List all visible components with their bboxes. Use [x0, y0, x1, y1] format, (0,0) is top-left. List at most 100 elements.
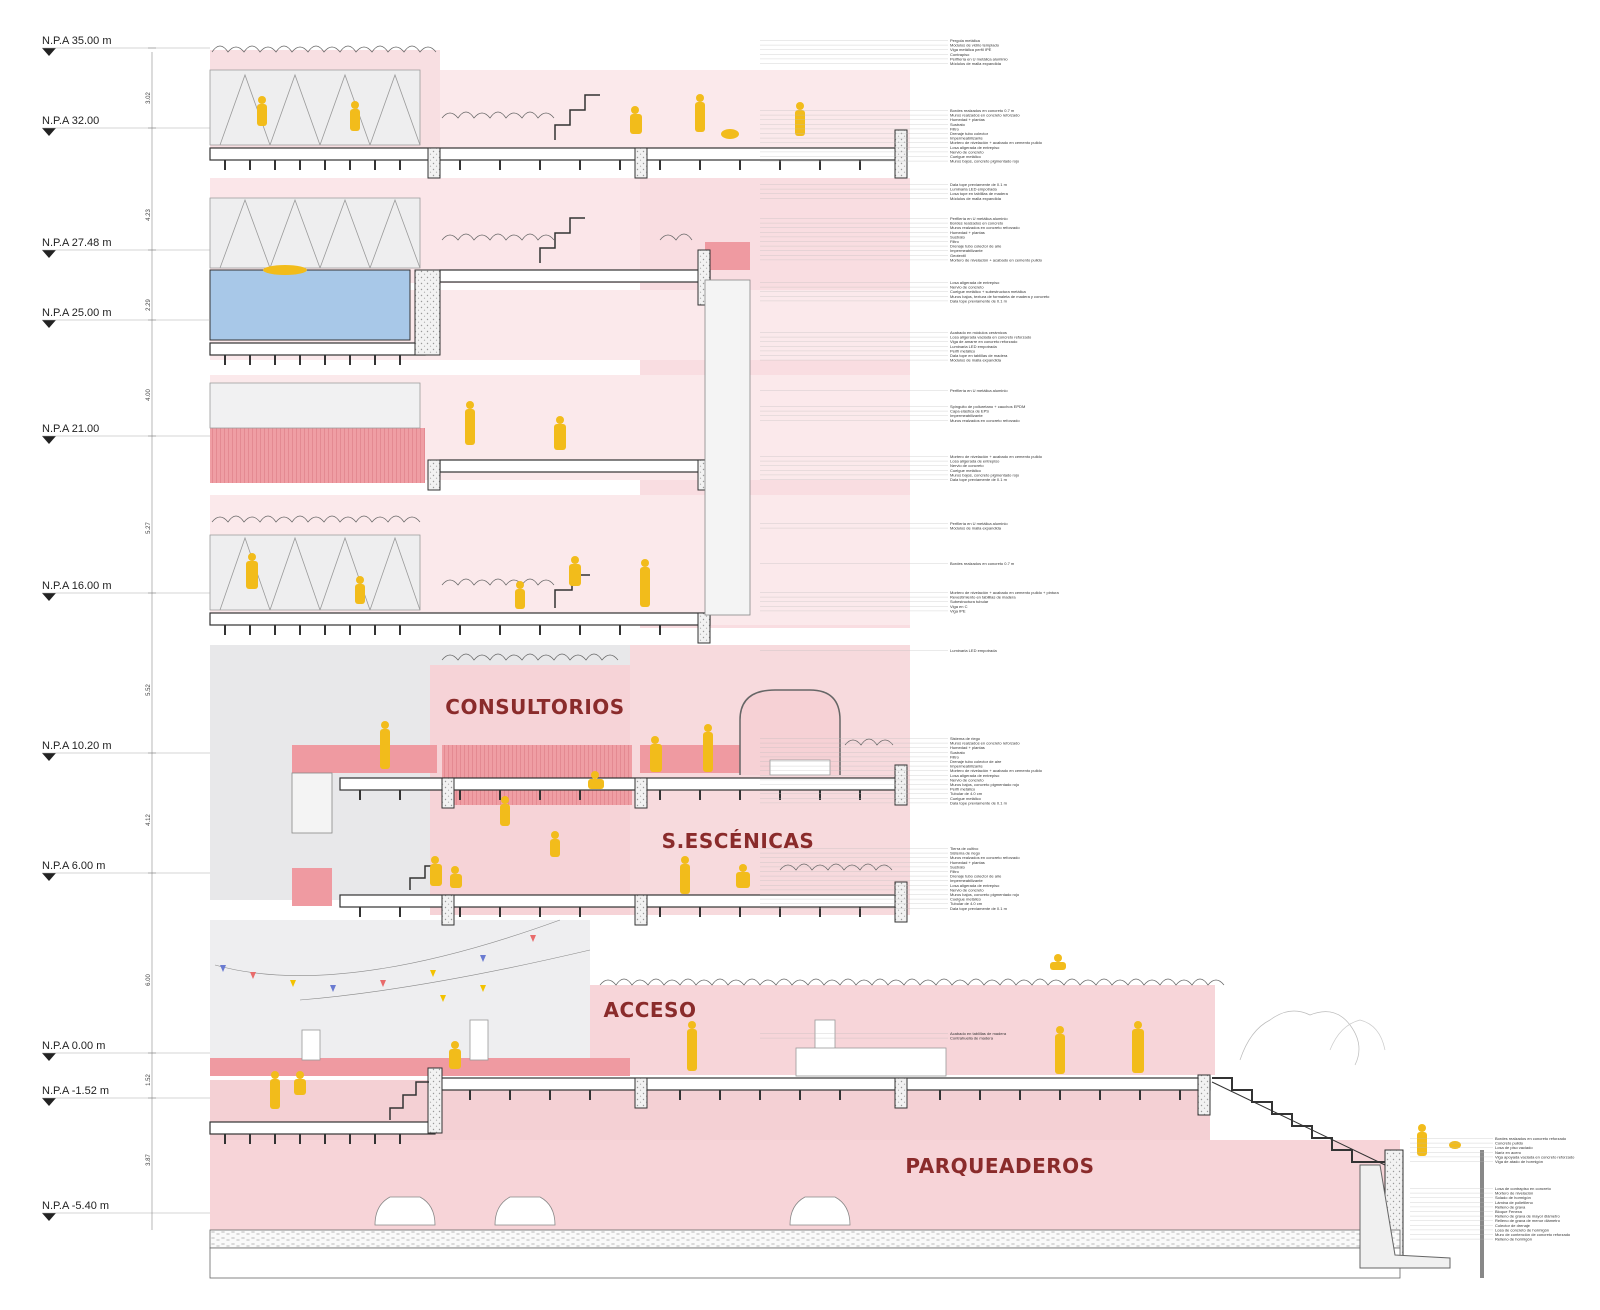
person-figure	[650, 736, 662, 772]
note-text: Losa aligerada de entrepiso	[950, 883, 1000, 888]
note-text: Drenaje tubo colector	[950, 131, 989, 136]
person-figure	[450, 866, 462, 888]
note-group3: Dala tope previamente de 0.1 mLuminaria …	[760, 182, 1009, 201]
note-group17: Bordes realzados en concreto reforzadoCo…	[1410, 1136, 1575, 1164]
level-label: N.P.A -5.40 m	[42, 1200, 109, 1212]
note-text: Colector de drenaje	[1495, 1223, 1531, 1228]
note-text: Mortero de nivelación + acabado en cemen…	[950, 768, 1043, 773]
note-text: Losa aligerada de entrepiso	[950, 459, 1000, 464]
note-text: Contrapiso	[950, 52, 970, 57]
note-text: Muros bajos, concreto pigmentado rojo	[950, 159, 1020, 164]
person-figure	[449, 1041, 461, 1069]
note-group8: Spinguito de poliuretano + cauchos EPDMC…	[760, 404, 1025, 423]
foundation	[209, 1150, 1484, 1279]
note-text: Pergola metálica	[950, 38, 981, 43]
note-text: Spinguito de poliuretano + cauchos EPDM	[950, 404, 1025, 409]
zone-label-parqueaderos: PARQUEADEROS	[905, 1154, 1094, 1178]
note-text: Sustrato	[950, 750, 966, 755]
note-text: Muros bajos, concreto pigmentado rojo	[950, 782, 1020, 787]
note-text: Humedad + plantas	[950, 745, 985, 750]
note-text: Mortero de nivelación	[1495, 1191, 1533, 1196]
note-text: Cuelgue metálico	[950, 796, 982, 801]
person-figure	[1050, 954, 1066, 970]
level-label: N.P.A 0.00 m	[42, 1040, 105, 1052]
note-text: Filtro	[950, 126, 960, 131]
note-text: Muros realzados en concreto reforzado	[950, 113, 1020, 118]
note-text: Nervio de concreto	[950, 463, 984, 468]
level-triangle-icon	[42, 1053, 56, 1061]
level-marker-l32: N.P.A 32.00	[42, 115, 210, 136]
level-marker-l35: N.P.A 35.00 m	[42, 35, 210, 56]
swimmer-figure	[263, 265, 307, 275]
note-text: Contrahuella de madera	[950, 1036, 994, 1041]
note-group12: Mortero de nivelación + acabado en cemen…	[760, 590, 1060, 613]
note-text: Humedad + plantas	[950, 117, 985, 122]
note-text: Acabado en módulos cerámicos	[950, 330, 1007, 335]
note-text: Muros realzados en concreto reforzado	[950, 741, 1020, 746]
level-marker-l16: N.P.A 16.00 m	[42, 580, 210, 601]
person-figure	[355, 576, 365, 604]
dimension-label: 4.12	[146, 814, 152, 826]
beam-ticks	[224, 160, 1181, 1144]
person-figure	[430, 856, 442, 886]
zone-label-escenicas: S.ESCÉNICAS	[662, 829, 815, 853]
person-figure	[380, 721, 390, 769]
note-text: Nervio de concreto	[950, 777, 984, 782]
note-text: Módulos de malla expandida	[950, 61, 1002, 66]
note-text: Impermeabilizante	[950, 413, 983, 418]
note-text: Relleno de grava de mayor diámetro	[1495, 1214, 1560, 1219]
note-text: Perfil metálico	[950, 348, 976, 353]
person-figure	[695, 94, 705, 132]
note-text: Viga metálica perfil IPE	[950, 47, 992, 52]
note-text: Muros realzados en concreto reforzado	[950, 855, 1020, 860]
person-figure	[515, 581, 525, 609]
note-text: Sustrato	[950, 122, 966, 127]
note-text: Perfilería en U metálica aluminio	[950, 56, 1008, 61]
note-text: Losa de concreto de hormigón	[1495, 1227, 1549, 1232]
sculptures	[301, 759, 947, 1077]
dimension-label: 5.52	[146, 684, 152, 696]
note-text: Cuelgue metálico	[950, 897, 982, 902]
level-marker-l25: N.P.A 25.00 m	[42, 307, 210, 328]
note-text: Perfilería en U metálica aluminio	[950, 521, 1008, 526]
zone-label-consultorios: CONSULTORIOS	[445, 695, 624, 719]
dimension-label: 3.02	[146, 92, 152, 104]
note-text: Concreto pulido	[1495, 1141, 1524, 1146]
note-text: Viga IPE	[950, 608, 966, 613]
red-panels	[210, 242, 750, 1076]
person-figure	[1132, 1021, 1144, 1073]
note-text: Mortero de nivelación + acabado en cemen…	[950, 257, 1043, 262]
person-figure	[465, 401, 475, 445]
level-triangle-icon	[42, 250, 56, 258]
level-marker-l1020: N.P.A 10.20 m	[42, 740, 210, 761]
note-text: Sustrato	[950, 234, 966, 239]
note-text: Módulos de malla expandida	[950, 358, 1002, 363]
person-figure	[588, 771, 604, 789]
note-group13: Luminaria LED empotrada	[760, 648, 997, 653]
person-figure	[1055, 1026, 1065, 1074]
note-text: Dala tope previamente de 0.1 m	[950, 800, 1008, 805]
note-text: Luminaria LED empotrada	[950, 187, 997, 192]
dimension-label: 1.52	[146, 1074, 152, 1086]
note-text: Sustrato	[950, 864, 966, 869]
level-marker-lm540: N.P.A -5.40 m	[42, 1200, 210, 1221]
person-figure	[270, 1071, 280, 1109]
note-text: Solado de hormigón	[1495, 1195, 1531, 1200]
note-text: Relleno de grava	[1495, 1204, 1526, 1209]
level-marker-l2748: N.P.A 27.48 m	[42, 237, 210, 258]
note-text: Bordes realzados en concreto reforzado	[1495, 1136, 1567, 1141]
note-text: Perfil metálico	[950, 787, 976, 792]
note-text: Impermeabilizante	[950, 136, 983, 141]
note-text: Mortero de nivelación + acabado en cemen…	[950, 140, 1043, 145]
dimension-label: 4.23	[146, 209, 152, 221]
note-text: Luminaria LED empotrada	[950, 648, 997, 653]
floor-slabs	[209, 147, 1211, 1135]
note-text: Muros bajos, concreto pigmentado rojo	[950, 892, 1020, 897]
note-text: Humedad + plantas	[950, 230, 985, 235]
level-triangle-icon	[42, 320, 56, 328]
